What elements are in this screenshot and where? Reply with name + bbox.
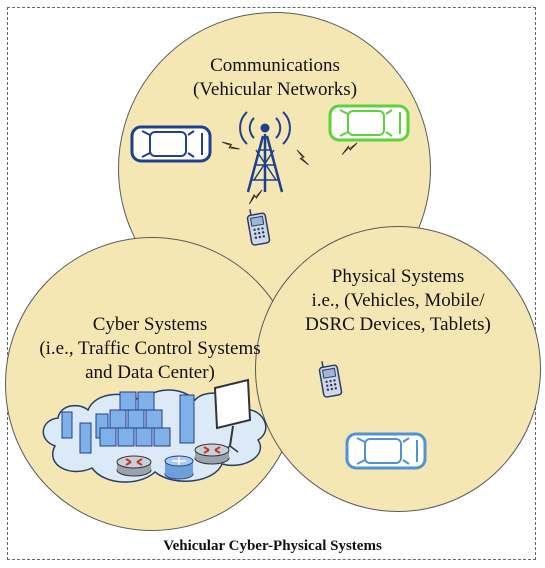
lightning-icon: [293, 149, 313, 166]
cyber-systems-line3: and Data Center): [85, 362, 215, 383]
switch-icon: [164, 455, 194, 480]
phone-icon: [245, 206, 271, 247]
server-icon: [61, 394, 195, 454]
lightning-icon: [221, 138, 240, 153]
car-icon-green: [328, 104, 410, 142]
physical-systems-label: Physical Systems i.e., (Vehicles, Mobile…: [283, 265, 513, 337]
cyber-systems-title: Cyber Systems: [92, 314, 208, 335]
cyber-systems-circle: [5, 237, 299, 531]
communications-label: Communications (Vehicular Networks): [175, 54, 375, 102]
outer-dashed-frame: [7, 7, 536, 560]
physical-systems-line2: i.e., (Vehicles, Mobile/: [311, 290, 485, 311]
lightning-icon: [341, 139, 358, 159]
phone-icon: [317, 358, 343, 399]
diagram-caption: Vehicular Cyber-Physical Systems: [163, 538, 382, 554]
car-icon-blue: [130, 125, 212, 163]
lightning-icon: [248, 187, 263, 207]
router-icon: [116, 455, 152, 477]
car-icon-light-blue: [345, 432, 427, 470]
communications-subtitle: (Vehicular Networks): [192, 79, 358, 100]
cyber-systems-label: Cyber Systems (i.e., Traffic Control Sys…: [20, 313, 280, 385]
server-icon: [99, 391, 171, 447]
router-icon: [194, 443, 230, 465]
radio-tower-icon: [239, 111, 291, 193]
cyber-systems-line2: (i.e., Traffic Control Systems: [39, 338, 261, 359]
projector-screen-icon: [213, 378, 252, 453]
physical-systems-title: Physical Systems: [331, 266, 465, 287]
physical-systems-line3: DSRC Devices, Tablets): [305, 314, 491, 335]
communications-title: Communications: [210, 55, 340, 76]
